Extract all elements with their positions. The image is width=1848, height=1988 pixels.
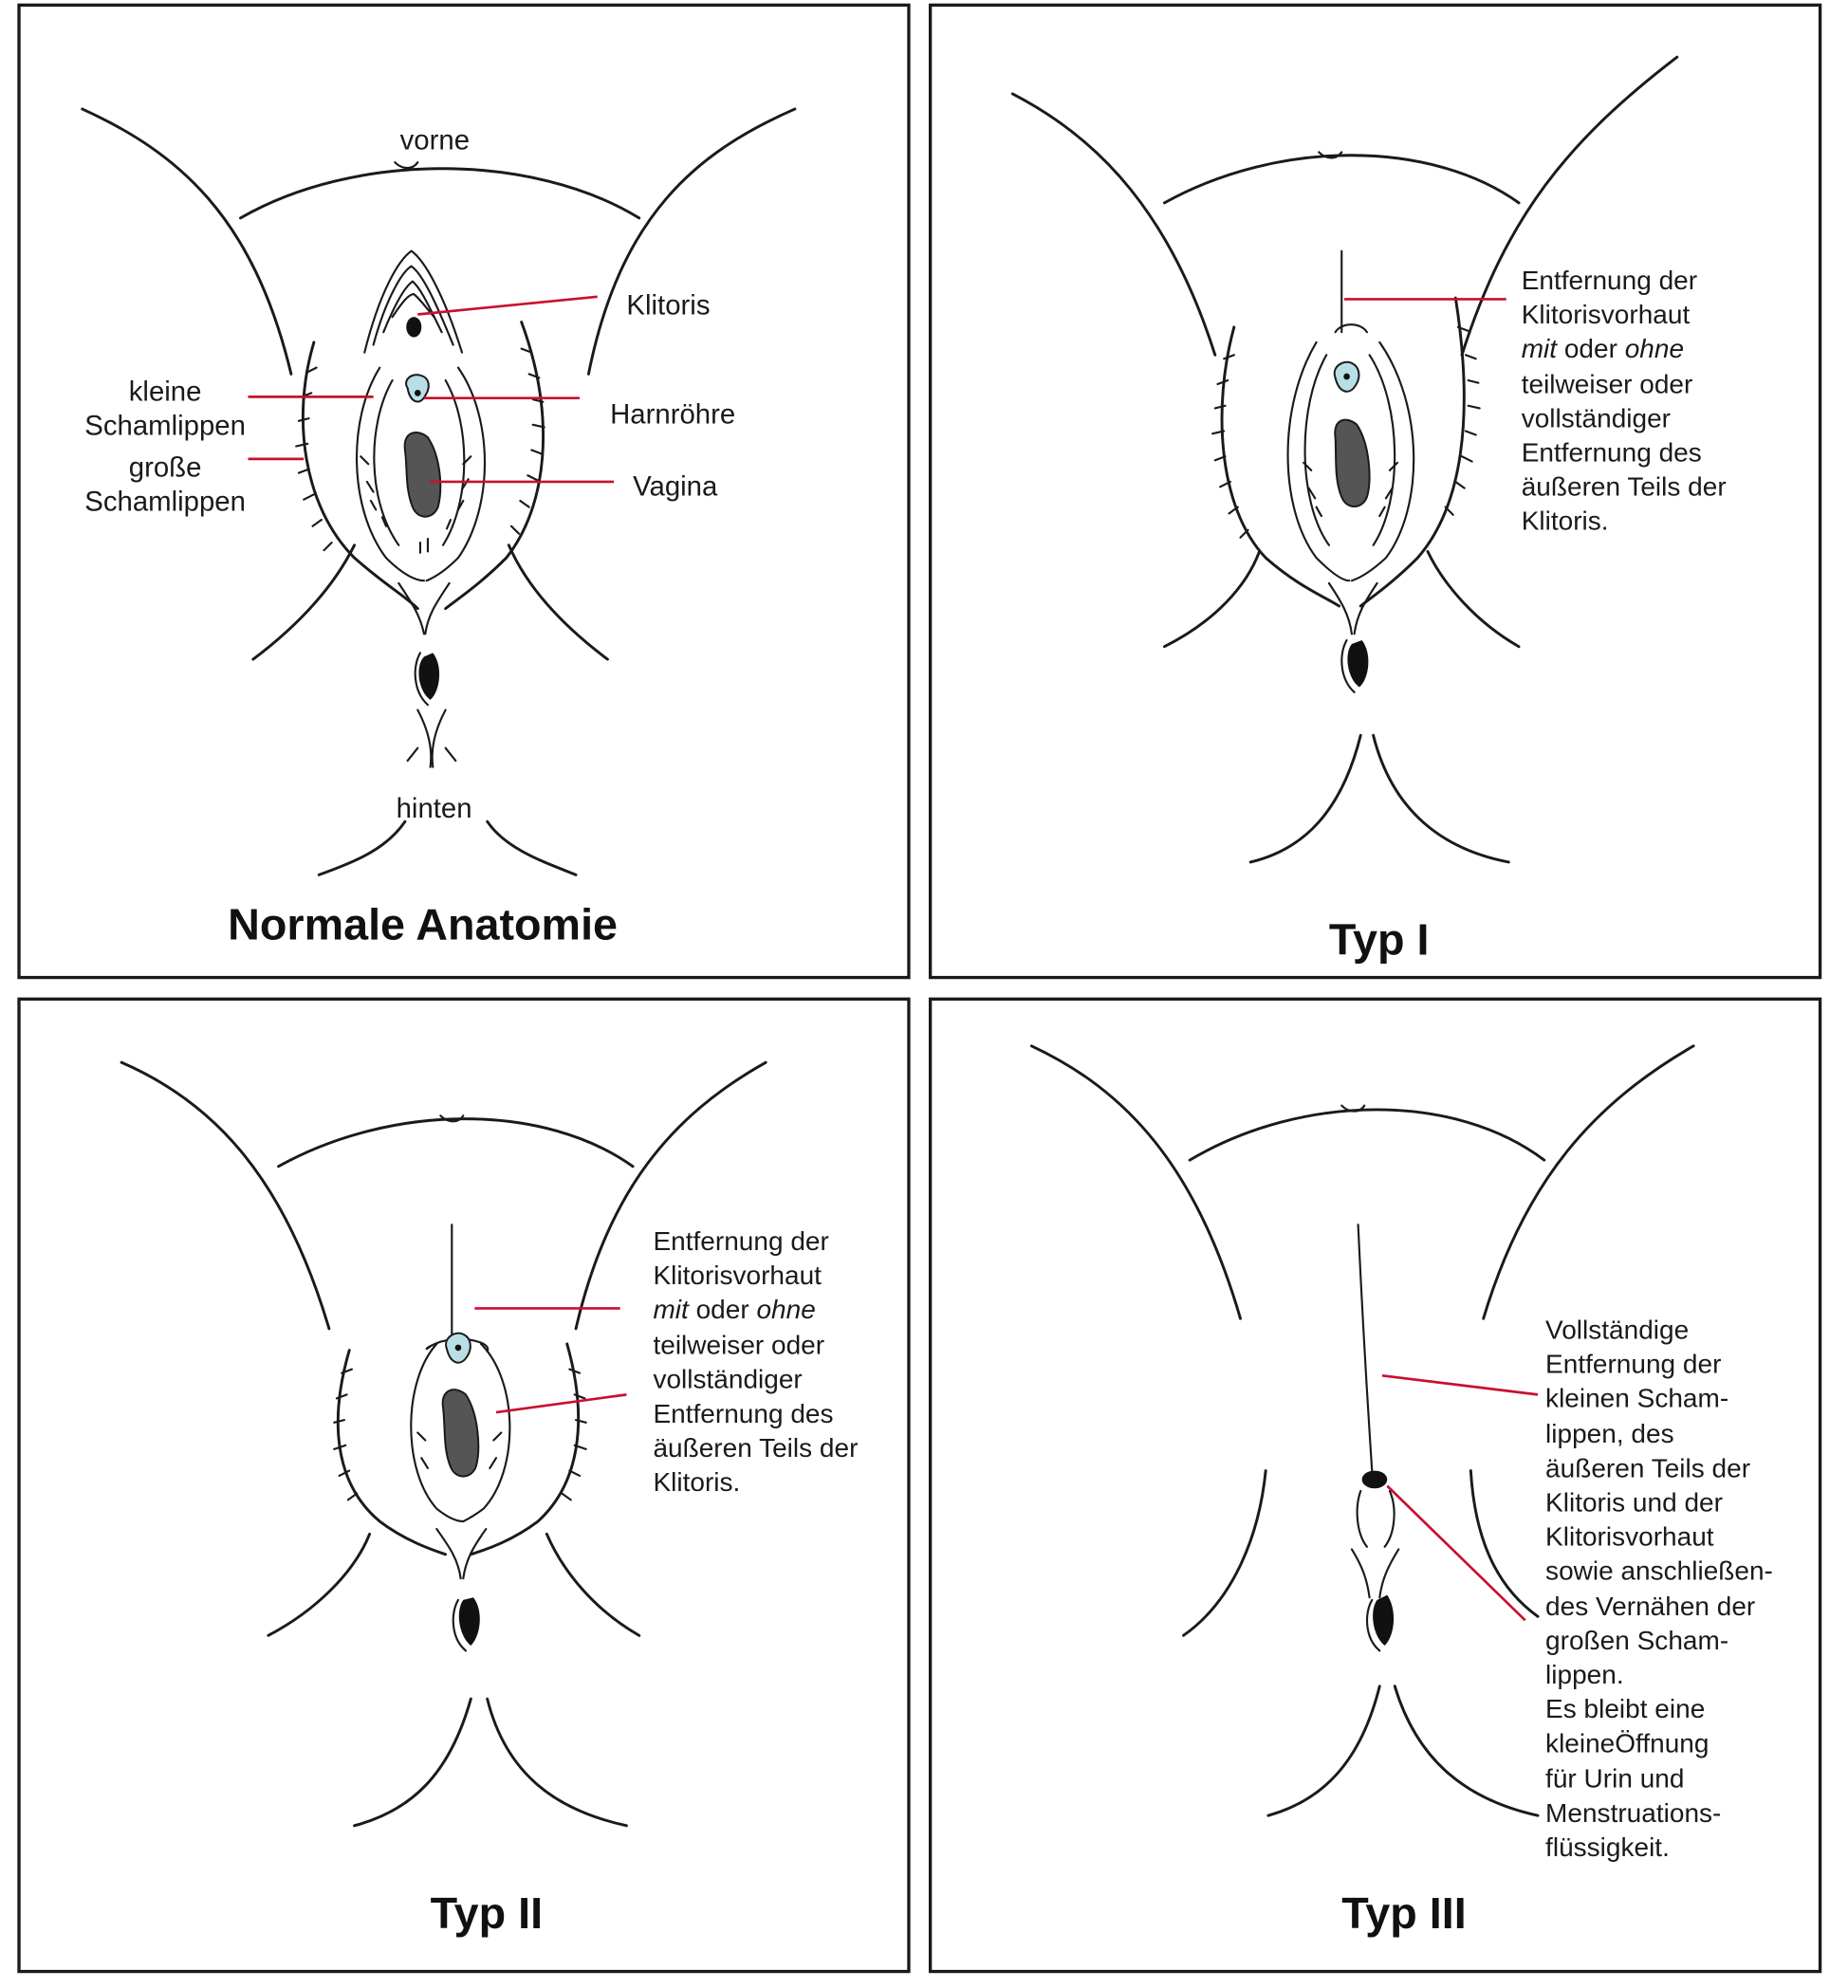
type2-desc-oder: oder <box>688 1296 757 1326</box>
type3-desc-line: sowie anschließen- <box>1545 1557 1773 1587</box>
type2-desc-line1: Entfernung der <box>653 1226 829 1257</box>
type2-desc-line8: Klitoris. <box>653 1468 741 1499</box>
type2-desc-italic-ohne: ohne <box>756 1296 816 1326</box>
leader-type3-opening <box>1386 1484 1526 1622</box>
type1-description: Entfernung der Klitorisvorhaut mit oder … <box>1522 264 1727 540</box>
type3-desc-line: Vollständige <box>1545 1316 1690 1346</box>
label-labia-minora: kleine Schamlippen <box>73 374 256 442</box>
type1-desc-line8: Klitoris. <box>1521 507 1609 537</box>
type3-desc-line: Es bleibt eine <box>1545 1695 1706 1725</box>
type3-desc-line: für Urin und <box>1545 1764 1685 1794</box>
type2-desc-line4: teilweiser oder <box>653 1331 825 1360</box>
panel-type2-title: Typ II <box>430 1888 544 1939</box>
panel-normal-title: Normale Anatomie <box>228 900 619 950</box>
panel-type2-frame <box>17 997 911 1974</box>
type1-desc-italic-mit: mit <box>1521 335 1558 365</box>
type3-desc-line: lippen. <box>1545 1661 1624 1690</box>
type1-desc-line6: Entfernung des <box>1521 438 1702 469</box>
type2-description: Entfernung der Klitorisvorhaut mit oder … <box>653 1224 858 1500</box>
type3-desc-line: Klitorisvorhaut <box>1545 1522 1714 1553</box>
type3-desc-line: kleinen Scham- <box>1545 1385 1729 1414</box>
type1-desc-oder: oder <box>1557 335 1625 365</box>
panel-type1-title: Typ I <box>1328 915 1430 966</box>
label-labia-majora-line1: große <box>128 451 202 484</box>
type2-desc-line5: vollständiger <box>653 1365 803 1395</box>
type1-desc-line3: mit oder ohne <box>1522 333 1727 367</box>
label-urethra: Harnröhre <box>610 397 736 431</box>
type1-desc-line1: Entfernung der <box>1521 266 1698 296</box>
type2-drawing <box>120 1060 767 1828</box>
type3-desc-line: des Vernähen der <box>1545 1592 1756 1622</box>
leader-type3-labia <box>1381 1373 1539 1396</box>
type3-drawing <box>1029 1044 1695 1817</box>
type1-desc-line2: Klitorisvorhaut <box>1521 301 1691 330</box>
label-labia-majora: große Schamlippen <box>73 451 256 519</box>
type3-description: Vollständige Entfernung der kleinen Scha… <box>1545 1314 1773 1866</box>
type3-desc-line: flüssigkeit. <box>1545 1832 1670 1863</box>
label-front: vorne <box>399 123 471 156</box>
type1-desc-line5: vollständiger <box>1521 404 1672 433</box>
label-vagina: Vagina <box>633 469 718 503</box>
panel-normal-frame <box>17 3 911 980</box>
type3-desc-line: kleineÖffnung <box>1545 1729 1709 1759</box>
panel-type1-frame <box>928 3 1822 980</box>
type1-drawing <box>1010 55 1679 864</box>
type3-desc-line: Klitoris und der <box>1545 1488 1723 1519</box>
type2-desc-italic-mit: mit <box>653 1296 689 1326</box>
type2-desc-line2: Klitorisvorhaut <box>653 1261 822 1292</box>
type2-desc-line6: Entfernung des <box>653 1399 834 1429</box>
leader-type2-clitoris <box>495 1393 627 1414</box>
type1-desc-line4: teilweiser oder <box>1521 369 1693 399</box>
type1-desc-line7: äußeren Teils der <box>1521 472 1727 503</box>
type3-desc-line: Menstruations- <box>1545 1798 1722 1829</box>
panel-type3-title: Typ III <box>1341 1888 1467 1939</box>
label-clitoris: Klitoris <box>626 288 711 322</box>
type2-desc-line3: mit oder ohne <box>653 1294 858 1328</box>
label-labia-minora-line1: kleine <box>128 375 202 408</box>
label-labia-minora-line2: Schamlippen <box>84 409 246 442</box>
label-back: hinten <box>396 792 472 824</box>
type2-desc-line7: äußeren Teils der <box>653 1434 859 1463</box>
type3-desc-line: Entfernung der <box>1545 1350 1722 1380</box>
leader-clitoris <box>417 295 598 316</box>
type3-desc-line: großen Scham- <box>1545 1626 1729 1656</box>
label-labia-majora-line2: Schamlippen <box>84 485 246 518</box>
type3-desc-line: äußeren Teils der <box>1545 1453 1751 1483</box>
type3-desc-line: lippen, des <box>1545 1419 1674 1449</box>
type1-desc-italic-ohne: ohne <box>1624 335 1685 365</box>
